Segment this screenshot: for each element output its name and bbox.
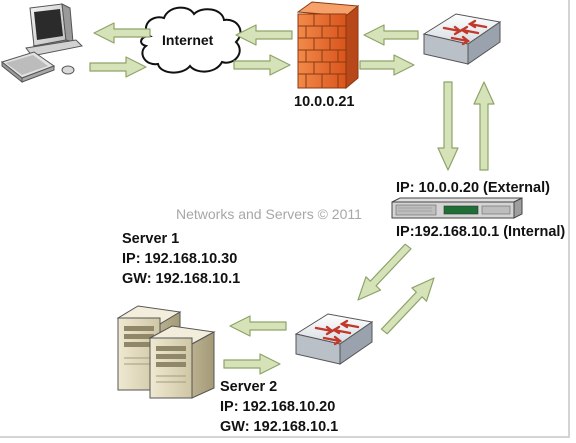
arrow-down-left-icon	[357, 243, 412, 301]
arrow-up-icon	[473, 81, 495, 171]
switch-icon	[294, 313, 374, 365]
arrow-right-icon	[223, 353, 281, 375]
router-external-ip-label: IP: 10.0.0.20 (External)	[396, 180, 550, 196]
internet-label: Internet	[162, 32, 214, 48]
arrow-right-icon	[233, 54, 291, 76]
arrow-down-icon	[437, 81, 459, 171]
server1-name-label: Server 1	[122, 231, 180, 247]
arrow-left-icon	[93, 22, 151, 44]
firewall-icon	[296, 1, 360, 90]
server2-gw-label: GW: 192.168.10.1	[220, 419, 339, 435]
watermark: Networks and Servers © 2011	[176, 206, 362, 222]
server-icon	[148, 325, 216, 399]
server2-name-label: Server 2	[220, 379, 278, 395]
arrow-left-icon	[235, 24, 293, 46]
switch-icon	[422, 13, 502, 65]
arrow-up-right-icon	[380, 277, 435, 335]
arrow-left-icon	[363, 24, 419, 46]
server1-gw-label: GW: 192.168.10.1	[122, 271, 241, 287]
firewall-ip-label: 10.0.0.21	[294, 94, 355, 110]
arrow-right-icon	[89, 56, 147, 78]
arrow-right-icon	[359, 54, 415, 76]
router-icon	[391, 197, 523, 219]
router-internal-ip-label: IP:192.168.10.1 (Internal)	[396, 224, 566, 240]
workstation-icon	[0, 3, 84, 84]
arrow-left-icon	[229, 315, 287, 337]
cloud-icon	[140, 6, 242, 74]
server1-ip-label: IP: 192.168.10.30	[122, 251, 238, 267]
server2-ip-label: IP: 192.168.10.20	[220, 399, 336, 415]
